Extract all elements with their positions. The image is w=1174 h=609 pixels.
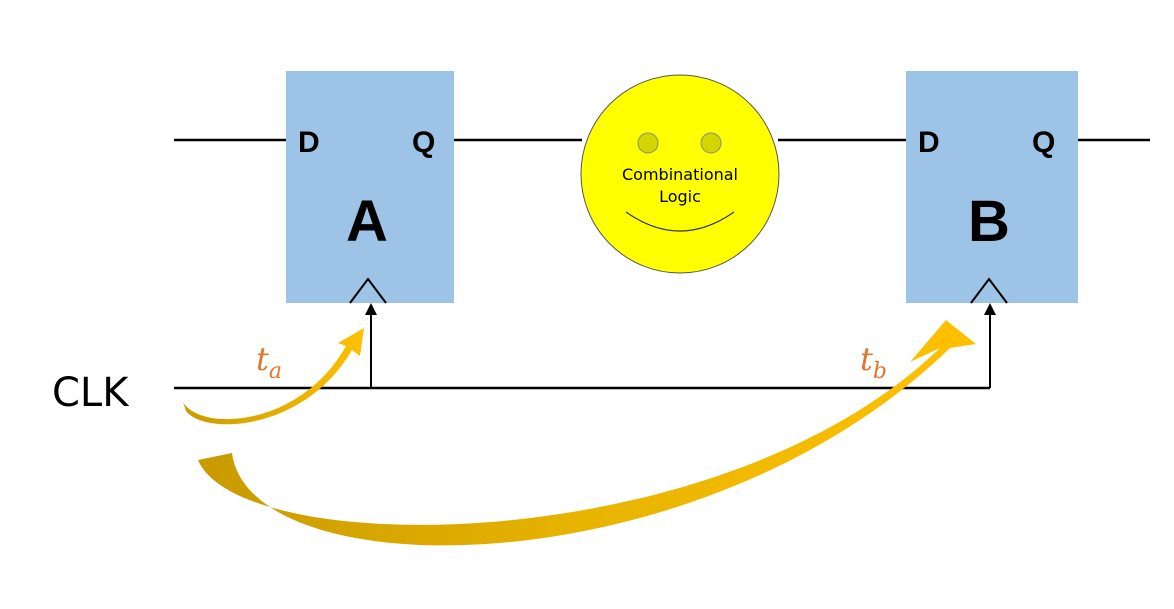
- combinational-logic-line1: Combinational: [622, 165, 738, 184]
- clock-a-arrowhead-icon: [365, 303, 377, 315]
- flipflop-b: D Q B: [906, 71, 1078, 304]
- flipflop-b-d-label: D: [918, 126, 940, 159]
- delay-arrow-a: [183, 328, 364, 425]
- flipflop-b-body: [906, 71, 1078, 303]
- smile-mouth-icon: [625, 211, 735, 232]
- delay-label-b: tb: [860, 340, 887, 384]
- flipflop-a: D Q A: [286, 71, 454, 304]
- flipflop-b-clock-triangle: [970, 277, 1008, 304]
- delay-label-b-base: t: [860, 340, 873, 378]
- right-eye-icon: [700, 132, 722, 154]
- flipflop-b-name: B: [968, 189, 1010, 254]
- combinational-logic-face: [580, 74, 780, 274]
- clock-label: CLK: [52, 370, 130, 416]
- flipflop-a-clock-triangle: [349, 277, 387, 304]
- delay-label-a-sub: a: [269, 359, 282, 384]
- delay-label-b-sub: b: [873, 359, 887, 384]
- delay-label-a-base: t: [256, 340, 269, 378]
- left-eye-icon: [637, 132, 659, 154]
- combinational-logic: Combinational Logic: [580, 74, 780, 274]
- clock-b-arrowhead-icon: [984, 303, 996, 315]
- delay-arrow-b: [198, 320, 976, 546]
- flipflop-a-name: A: [346, 189, 388, 254]
- flipflop-a-q-label: Q: [412, 126, 435, 159]
- flipflop-b-q-label: Q: [1032, 126, 1055, 159]
- combinational-logic-line2: Logic: [659, 187, 701, 206]
- flipflop-a-body: [286, 71, 454, 303]
- flipflop-a-d-label: D: [298, 126, 320, 159]
- delay-label-a: ta: [256, 340, 282, 384]
